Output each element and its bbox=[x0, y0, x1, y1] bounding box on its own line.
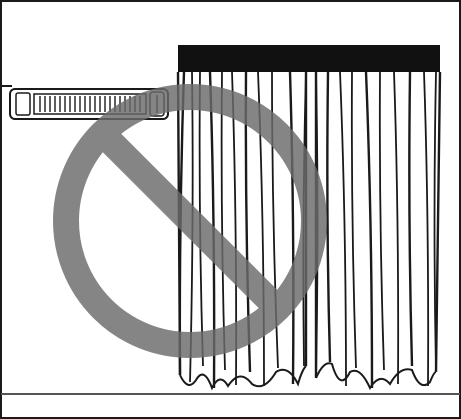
curtain-hem bbox=[316, 363, 436, 388]
curtain-fold bbox=[394, 72, 398, 384]
curtain-edge bbox=[436, 72, 440, 372]
curtain-fold bbox=[366, 72, 372, 388]
curtain-fold bbox=[352, 72, 356, 368]
curtain-fold bbox=[424, 72, 428, 386]
curtain-fold bbox=[290, 72, 293, 384]
curtain-fold bbox=[222, 72, 225, 370]
curtain-fold bbox=[409, 72, 412, 366]
curtain-fold bbox=[380, 72, 384, 370]
prohibition-sign-icon bbox=[66, 97, 314, 345]
curtain-fold bbox=[327, 72, 330, 362]
curtain-rod-icon bbox=[178, 45, 440, 72]
curtain-hem bbox=[180, 366, 306, 388]
curtain-fold bbox=[340, 72, 346, 386]
